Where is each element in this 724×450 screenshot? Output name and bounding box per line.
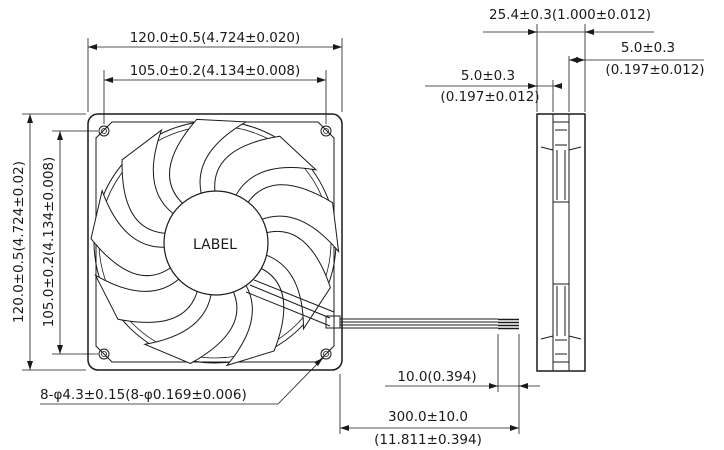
wire-exit-block <box>325 315 341 329</box>
fan-blade <box>94 274 199 323</box>
fan-blade <box>90 188 173 277</box>
fan-blade <box>143 288 238 365</box>
fan-front-view: LABEL <box>87 113 343 371</box>
svg-text:105.0±0.2(4.134±0.008): 105.0±0.2(4.134±0.008) <box>130 63 301 79</box>
hub-label-text: LABEL <box>193 237 237 253</box>
svg-text:300.0±10.0: 300.0±10.0 <box>388 409 468 425</box>
svg-text:120.0±0.5(4.724±0.020): 120.0±0.5(4.724±0.020) <box>130 30 301 46</box>
svg-text:(11.811±0.394): (11.811±0.394) <box>374 432 482 448</box>
dim-hole-pitch-width: 105.0±0.2(4.134±0.008) <box>103 63 327 124</box>
dim-flange-left: 5.0±0.3 (0.197±0.012) <box>425 68 562 112</box>
side-view-lower-rib <box>540 283 582 363</box>
fan-blade <box>121 128 175 234</box>
svg-text:(0.197±0.012): (0.197±0.012) <box>605 62 704 78</box>
svg-text:5.0±0.3: 5.0±0.3 <box>621 40 675 56</box>
cable-stripped-end <box>498 318 519 330</box>
mounting-hole-top-left <box>98 125 110 137</box>
fan-side-view <box>536 113 586 372</box>
mounting-hole-top-right <box>320 125 332 137</box>
fan-blade <box>169 118 248 205</box>
dim-mounting-holes-callout: 8-φ4.3±0.15(8-φ0.169±0.006) <box>40 357 324 405</box>
fan-blade <box>214 135 318 197</box>
svg-text:10.0(0.394): 10.0(0.394) <box>397 369 476 385</box>
fan-blades <box>90 118 340 367</box>
mounting-hole-bottom-left <box>98 348 110 360</box>
dim-lead-length: 300.0±10.0 (11.811±0.394) <box>339 374 520 448</box>
wire-channel-strut <box>245 279 335 327</box>
dim-strip-length: 10.0(0.394) <box>385 334 540 392</box>
svg-text:105.0±0.2(4.134±0.008): 105.0±0.2(4.134±0.008) <box>41 157 57 328</box>
dim-overall-height: 120.0±0.5(4.724±0.02) <box>11 113 86 371</box>
dim-hole-pitch-height: 105.0±0.2(4.134±0.008) <box>41 130 98 355</box>
dim-thickness: 25.4±0.3(1.000±0.012) <box>483 7 654 112</box>
svg-text:5.0±0.3: 5.0±0.3 <box>461 68 515 84</box>
side-view-upper-rib <box>540 121 582 203</box>
fan-blade <box>262 230 331 331</box>
svg-text:25.4±0.3(1.000±0.012): 25.4±0.3(1.000±0.012) <box>489 7 651 23</box>
svg-text:(0.197±0.012): (0.197±0.012) <box>440 89 539 105</box>
svg-text:8-φ4.3±0.15(8-φ0.169±0.006): 8-φ4.3±0.15(8-φ0.169±0.006) <box>40 387 247 403</box>
fan-blade <box>225 266 285 367</box>
svg-text:120.0±0.5(4.724±0.02): 120.0±0.5(4.724±0.02) <box>11 161 27 323</box>
fan-blade <box>246 184 340 254</box>
fan-hub <box>163 190 269 296</box>
mounting-hole-bottom-right <box>320 348 332 360</box>
fan-cable <box>340 318 519 330</box>
dim-flange-right: 5.0±0.3 (0.197±0.012) <box>568 40 705 112</box>
side-view-outline <box>536 113 586 372</box>
fan-frame-outline <box>87 113 343 371</box>
dim-overall-width: 120.0±0.5(4.724±0.020) <box>87 30 343 112</box>
